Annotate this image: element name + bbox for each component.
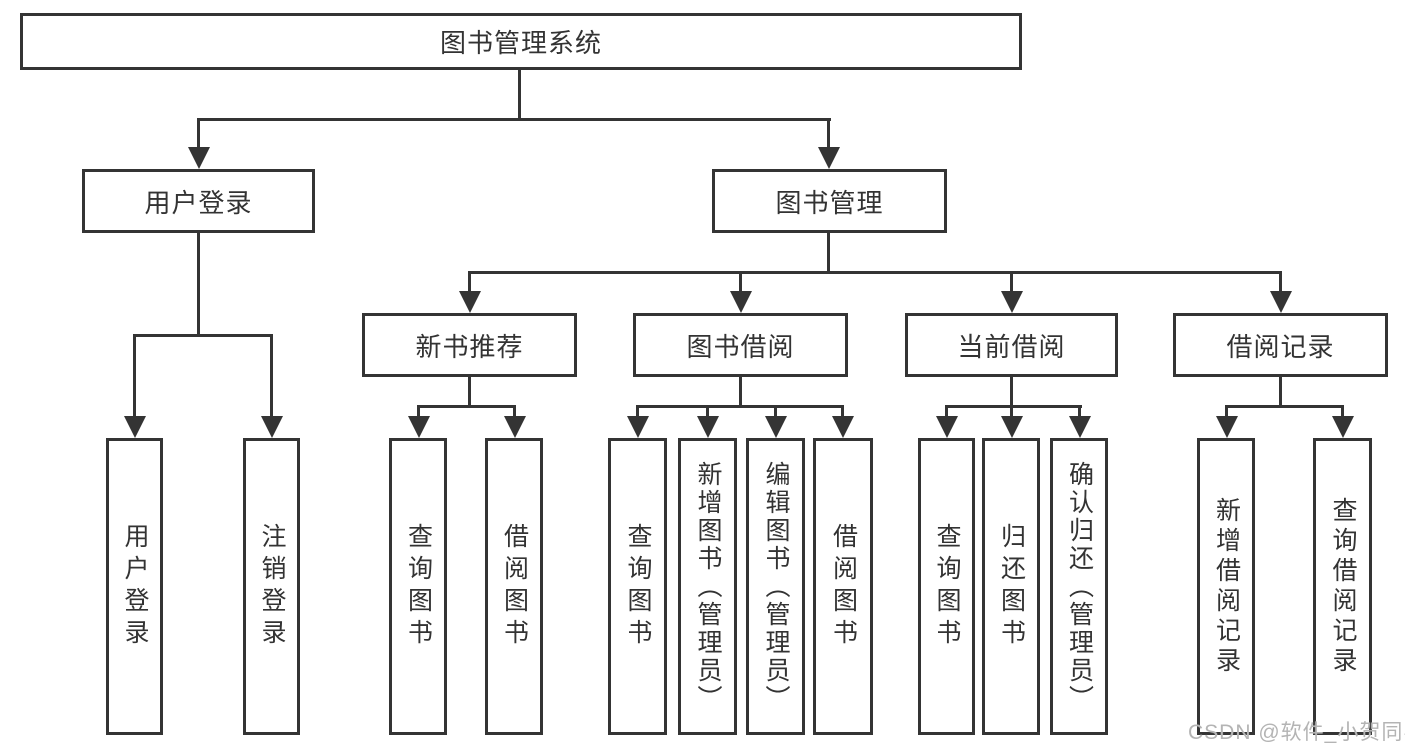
node-leaf-add-books-admin: 新增图书（管理员）	[678, 438, 737, 735]
connector-branch-level2	[197, 118, 831, 121]
arrowhead-down-leaf-logout	[261, 416, 283, 438]
arrowhead-down-current-borrowing	[1001, 291, 1023, 313]
connector-to-borrow-books-2	[841, 405, 844, 418]
node-leaf-query-books-1: 查询图书	[389, 438, 447, 735]
node-new-book-recommend-label: 新书推荐	[415, 331, 524, 362]
arrowhead-down-edit-books	[765, 416, 787, 438]
node-leaf-edit-books-admin: 编辑图书（管理员）	[746, 438, 805, 735]
connector-root-stem	[518, 70, 521, 118]
connector-book-management-stem	[827, 233, 830, 273]
arrowhead-down-borrow-books-2	[832, 416, 854, 438]
arrowhead-down-new-book-recommend	[459, 291, 481, 313]
node-borrowing-records-label: 借阅记录	[1226, 331, 1335, 362]
node-root: 图书管理系统	[20, 13, 1022, 70]
node-user-login-label: 用户登录	[144, 187, 253, 218]
node-leaf-query-books-1-label: 查询图书	[404, 522, 433, 651]
node-leaf-query-books-3: 查询图书	[918, 438, 975, 735]
connector-to-confirm-return	[1078, 405, 1081, 418]
node-new-book-recommend: 新书推荐	[362, 313, 577, 377]
node-leaf-user-login: 用户登录	[106, 438, 163, 735]
connector-branch-borrowing-records	[1225, 405, 1344, 408]
connector-to-current-borrowing	[1010, 271, 1013, 293]
connector-to-query-borrow-record	[1341, 405, 1344, 418]
arrowhead-down-query-books-3	[936, 416, 958, 438]
connector-to-return-books	[1010, 405, 1013, 418]
connector-to-new-book-recommend	[468, 271, 471, 293]
connector-branch-book-borrowing	[636, 405, 844, 408]
node-book-management-label: 图书管理	[775, 187, 884, 218]
arrowhead-down-add-books	[697, 416, 719, 438]
node-leaf-edit-books-admin-label: 编辑图书（管理员）	[762, 460, 790, 713]
connector-branch-user-login	[133, 334, 273, 337]
node-leaf-add-books-admin-label: 新增图书（管理员）	[694, 460, 722, 713]
node-leaf-logout: 注销登录	[243, 438, 300, 735]
node-book-borrowing: 图书借阅	[633, 313, 848, 377]
arrowhead-down-query-borrow-record	[1332, 416, 1354, 438]
arrowhead-down-leaf-user-login	[124, 416, 146, 438]
connector-to-query-books-2	[636, 405, 639, 418]
connector-to-query-books-3	[945, 405, 948, 418]
node-leaf-logout-label: 注销登录	[258, 522, 286, 651]
node-leaf-borrow-books-1-label: 借阅图书	[500, 522, 529, 651]
node-leaf-query-books-3-label: 查询图书	[933, 522, 961, 651]
node-borrowing-records: 借阅记录	[1173, 313, 1388, 377]
node-user-login: 用户登录	[82, 169, 315, 233]
connector-branch-current-borrowing	[945, 405, 1082, 408]
connector-new-book-recommend-stem	[468, 377, 471, 407]
connector-to-edit-books	[774, 405, 777, 418]
node-leaf-query-borrow-record-label: 查询借阅记录	[1329, 496, 1357, 677]
connector-branch-level3	[468, 271, 1282, 274]
connector-book-borrowing-stem	[739, 377, 742, 407]
connector-user-login-stem	[197, 233, 200, 336]
node-leaf-query-borrow-record: 查询借阅记录	[1313, 438, 1372, 735]
arrowhead-down-user-login	[188, 147, 210, 169]
connector-to-leaf-logout	[270, 334, 273, 418]
node-book-management: 图书管理	[712, 169, 947, 233]
node-book-borrowing-label: 图书借阅	[686, 331, 795, 362]
node-leaf-return-books-label: 归还图书	[997, 522, 1026, 651]
connector-to-query-books-1	[417, 405, 420, 418]
arrowhead-down-add-borrow-record	[1216, 416, 1238, 438]
node-current-borrowing: 当前借阅	[905, 313, 1118, 377]
connector-to-add-books	[706, 405, 709, 418]
csdn-watermark: CSDN @软件_小贺同学	[1188, 721, 1405, 744]
node-leaf-borrow-books-2: 借阅图书	[813, 438, 873, 735]
connector-current-borrowing-stem	[1010, 377, 1013, 407]
connector-borrowing-records-stem	[1279, 377, 1282, 407]
node-leaf-add-borrow-record: 新增借阅记录	[1197, 438, 1255, 735]
connector-branch-new-book-recommend	[417, 405, 516, 408]
connector-to-book-management	[827, 118, 830, 150]
node-leaf-confirm-return-admin-label: 确认归还（管理员）	[1065, 460, 1094, 713]
connector-to-add-borrow-record	[1225, 405, 1228, 418]
arrowhead-down-borrow-books-1	[504, 416, 526, 438]
node-leaf-query-books-2-label: 查询图书	[624, 522, 652, 651]
connector-to-borrow-books-1	[513, 405, 516, 418]
connector-to-borrowing-records	[1279, 271, 1282, 293]
node-root-label: 图书管理系统	[439, 28, 602, 58]
arrowhead-down-borrowing-records	[1270, 291, 1292, 313]
connector-to-user-login	[197, 118, 200, 150]
node-leaf-return-books: 归还图书	[982, 438, 1040, 735]
arrowhead-down-book-borrowing	[730, 291, 752, 313]
arrowhead-down-confirm-return	[1069, 416, 1091, 438]
connector-to-leaf-user-login	[133, 334, 136, 418]
arrowhead-down-book-management	[818, 147, 840, 169]
arrowhead-down-query-books-1	[408, 416, 430, 438]
arrowhead-down-query-books-2	[627, 416, 649, 438]
node-leaf-query-books-2: 查询图书	[608, 438, 667, 735]
connector-to-book-borrowing	[739, 271, 742, 293]
node-current-borrowing-label: 当前借阅	[957, 331, 1066, 362]
node-leaf-add-borrow-record-label: 新增借阅记录	[1212, 496, 1241, 677]
node-leaf-borrow-books-1: 借阅图书	[485, 438, 543, 735]
node-leaf-user-login-label: 用户登录	[121, 522, 149, 651]
node-leaf-confirm-return-admin: 确认归还（管理员）	[1050, 438, 1108, 735]
arrowhead-down-return-books	[1001, 416, 1023, 438]
node-leaf-borrow-books-2-label: 借阅图书	[829, 522, 858, 651]
